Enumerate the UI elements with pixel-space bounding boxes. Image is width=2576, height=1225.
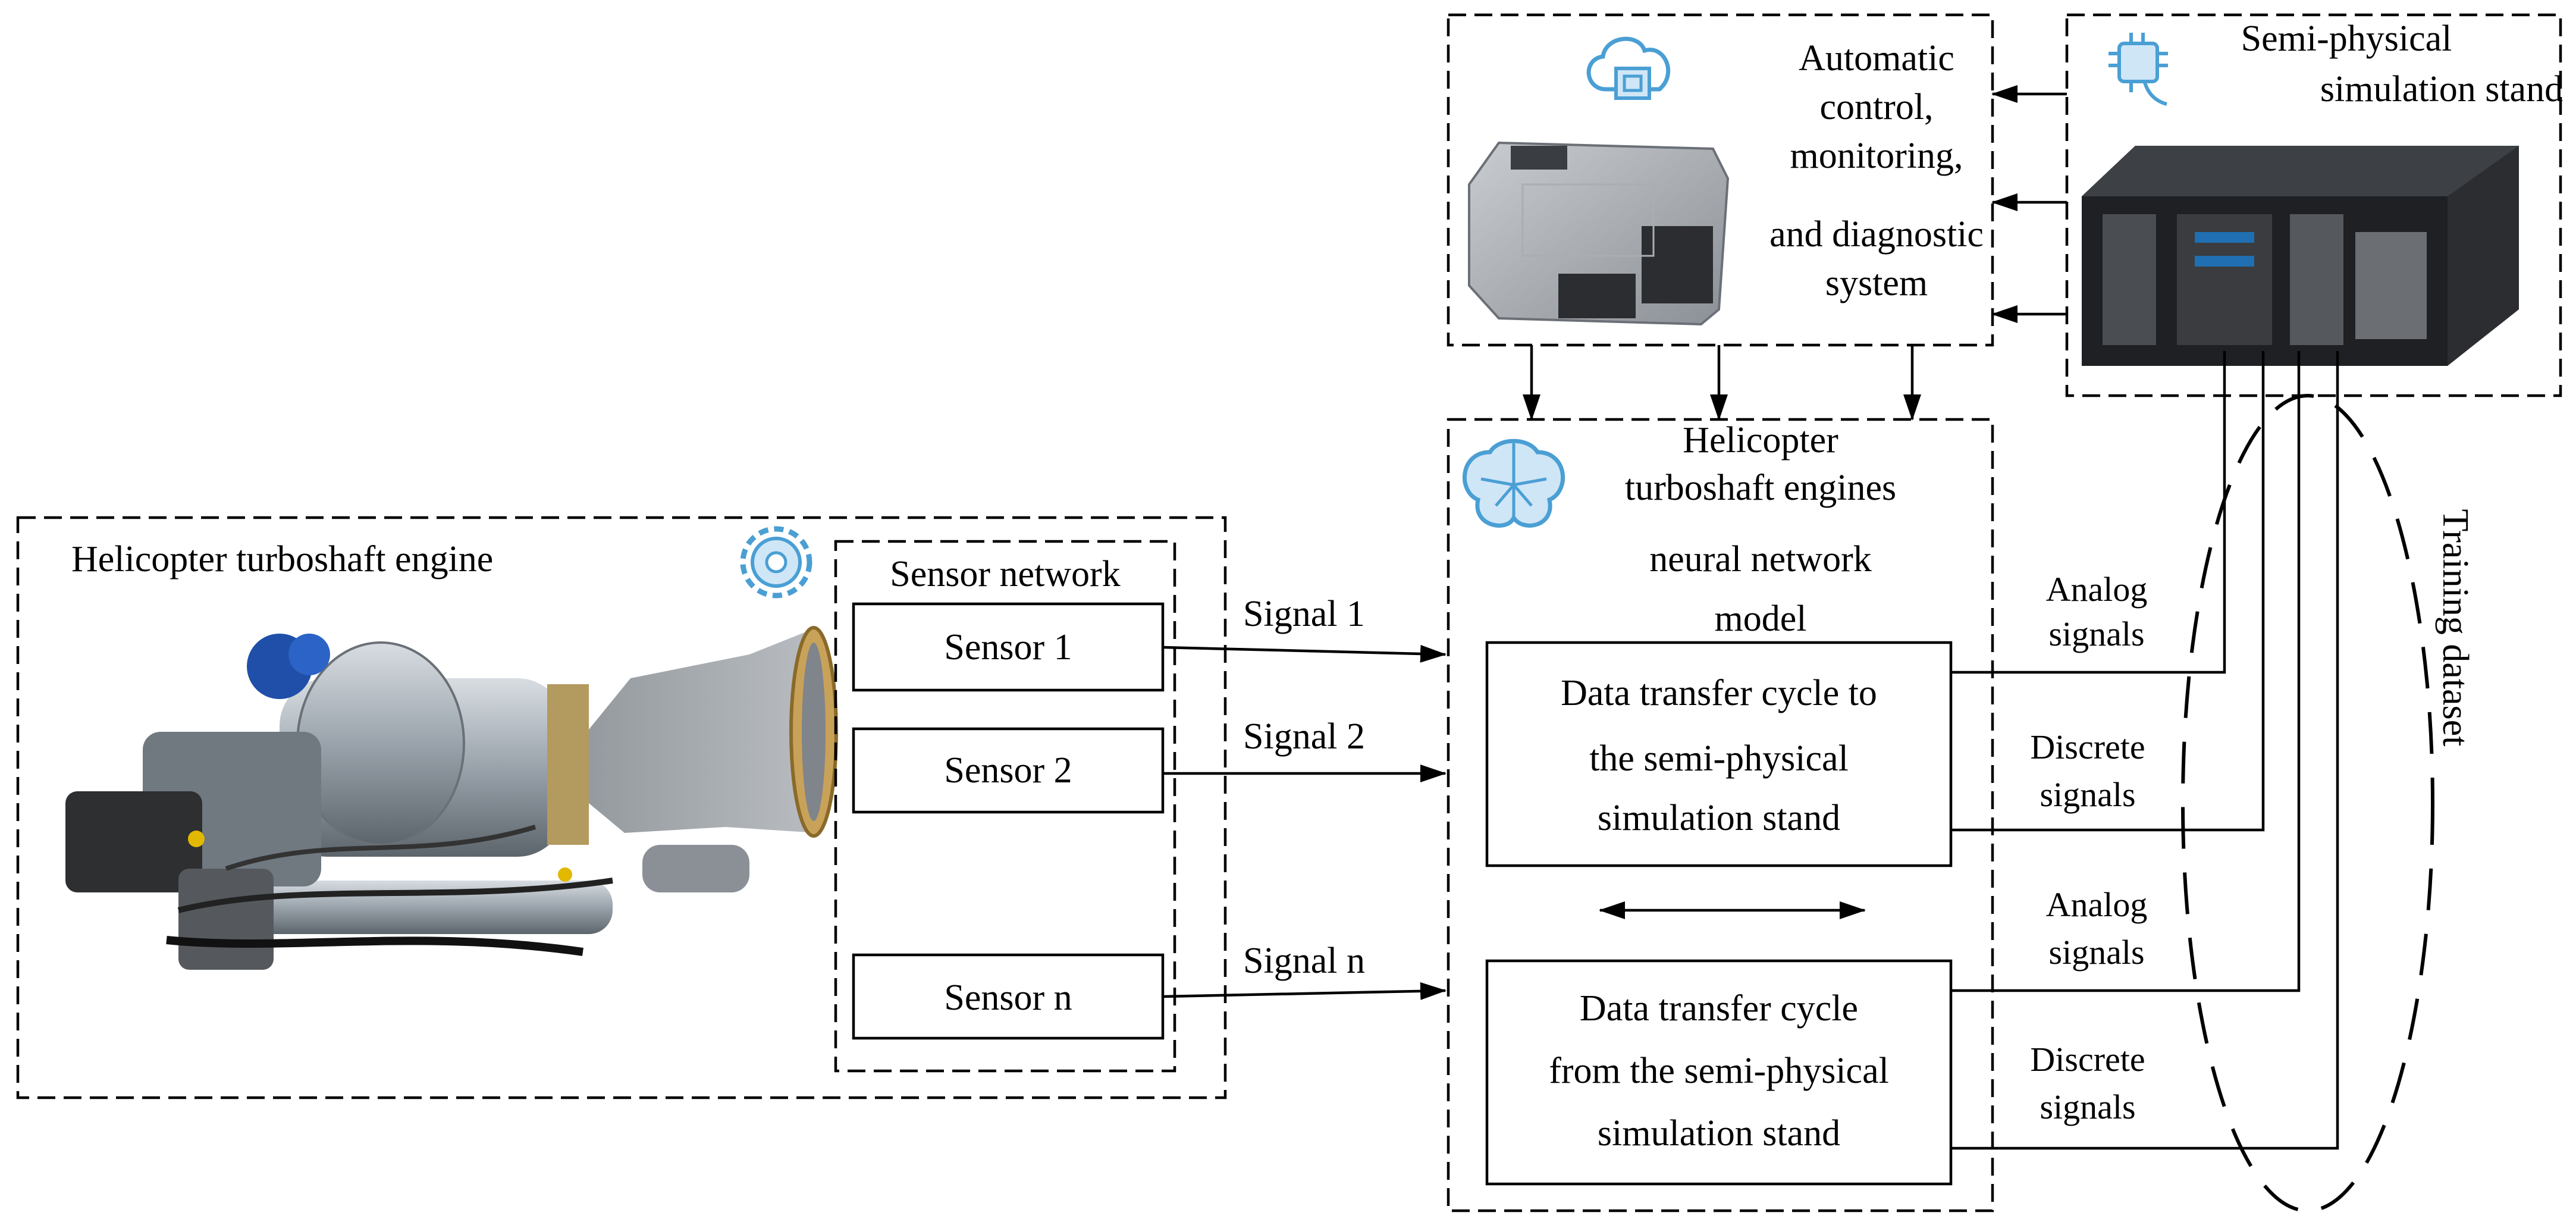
discrete-signals-label-2: Discrete signals — [2030, 1040, 2145, 1126]
sensor-network-frame — [834, 540, 1176, 1073]
svg-text:Helicopter: Helicopter — [1683, 420, 1838, 460]
nn-model-title: Helicopter turboshaft engines neural net… — [1625, 420, 1896, 639]
svg-text:Semi-physical: Semi-physical — [2241, 18, 2452, 59]
svg-text:turboshaft engines: turboshaft engines — [1625, 468, 1896, 508]
ecu-image — [1468, 141, 1730, 326]
engine-group-title: Helicopter turboshaft engine — [71, 539, 493, 579]
ai-chip-icon — [2109, 33, 2168, 106]
engine-group-frame — [16, 516, 1227, 1099]
svg-text:Discrete: Discrete — [2030, 728, 2145, 766]
svg-text:signals: signals — [2048, 615, 2144, 653]
svg-text:Analog: Analog — [2046, 885, 2148, 924]
svg-text:Sensor n: Sensor n — [944, 978, 1072, 1018]
cycle-from-stand-box: Data transfer cycle from the semi-physic… — [1485, 959, 1953, 1186]
svg-text:system: system — [1825, 263, 1928, 303]
server-image — [2082, 146, 2519, 366]
training-dataset-ellipse — [2181, 394, 2434, 1213]
sensor-box-2: Sensor 2 — [852, 727, 1165, 814]
svg-text:signals: signals — [2040, 775, 2135, 814]
svg-text:model: model — [1715, 599, 1807, 639]
signal-n-label: Signal n — [1243, 941, 1365, 981]
svg-text:Sensor 1: Sensor 1 — [944, 627, 1072, 668]
control-system-frame — [1447, 13, 1994, 347]
stand-frame — [2065, 13, 2562, 397]
sensor-network-title: Sensor network — [890, 554, 1120, 594]
wire-discrete-2 — [1951, 351, 2339, 1150]
svg-text:monitoring,: monitoring, — [1790, 136, 1963, 176]
svg-text:simulation stand: simulation stand — [2320, 69, 2563, 109]
sensor-box-1: Sensor 1 — [852, 602, 1165, 692]
nn-model-frame — [1447, 418, 1994, 1213]
svg-text:and diagnostic: and diagnostic — [1769, 214, 1984, 255]
signal-2-label: Signal 2 — [1243, 716, 1365, 757]
analog-signals-label-1: Analog signals — [2046, 570, 2148, 653]
svg-text:Sensor 2: Sensor 2 — [944, 750, 1072, 791]
svg-text:from the semi-physical: from the semi-physical — [1549, 1051, 1889, 1091]
cycle-to-stand-box: Data transfer cycle to the semi-physical… — [1485, 641, 1953, 867]
wire-discrete-1 — [1951, 351, 2265, 832]
wire-analog-2 — [1951, 351, 2301, 992]
svg-text:the semi-physical: the semi-physical — [1589, 738, 1849, 779]
svg-text:Automatic: Automatic — [1799, 38, 1954, 79]
discrete-signals-label-1: Discrete signals — [2030, 728, 2145, 814]
signal-n-arrow — [1162, 982, 1447, 1000]
signal-1-arrow — [1162, 644, 1447, 663]
analog-signals-label-2: Analog signals — [2046, 885, 2148, 972]
wire-analog-1 — [1951, 351, 2226, 674]
svg-text:simulation stand: simulation stand — [1598, 798, 1840, 838]
sensor-box-n: Sensor n — [852, 953, 1165, 1040]
svg-text:signals: signals — [2048, 933, 2144, 972]
svg-text:Data transfer cycle: Data transfer cycle — [1580, 988, 1858, 1029]
engine-image — [65, 626, 838, 970]
svg-text:Data transfer cycle to: Data transfer cycle to — [1561, 673, 1877, 713]
svg-text:simulation stand: simulation stand — [1598, 1113, 1840, 1154]
stand-title: Semi-physical simulation stand — [2241, 18, 2563, 109]
brain-network-icon — [1463, 438, 1565, 528]
gear-icon — [740, 526, 812, 599]
svg-text:Analog: Analog — [2046, 570, 2148, 609]
cloud-chip-icon — [1586, 36, 1671, 100]
training-dataset-label: Training dataset — [2435, 509, 2475, 747]
svg-text:signals: signals — [2040, 1088, 2135, 1126]
svg-text:control,: control, — [1819, 87, 1933, 127]
control-system-title: Automatic control, monitoring, and diagn… — [1769, 38, 1984, 303]
svg-text:neural network: neural network — [1649, 539, 1872, 579]
svg-text:Discrete: Discrete — [2030, 1040, 2145, 1079]
signal-1-label: Signal 1 — [1243, 594, 1365, 634]
